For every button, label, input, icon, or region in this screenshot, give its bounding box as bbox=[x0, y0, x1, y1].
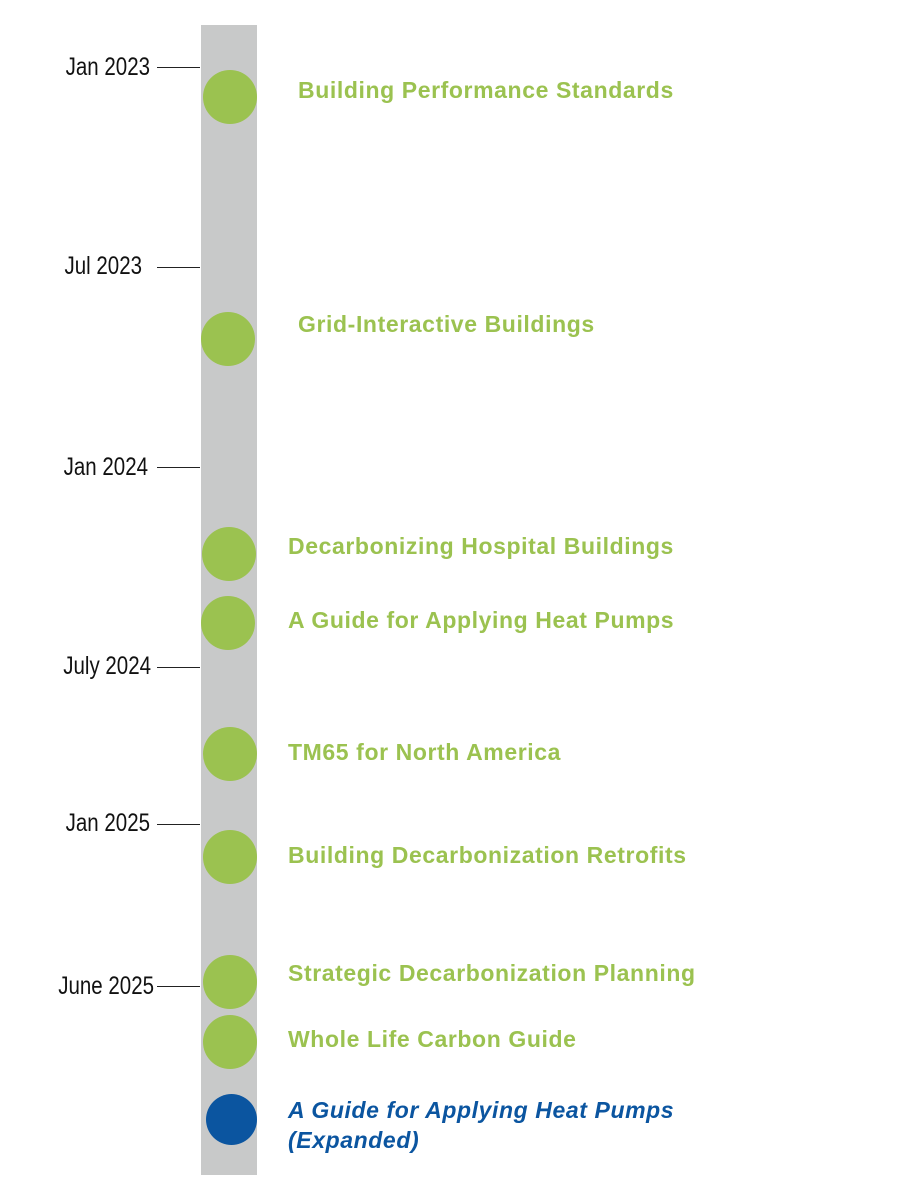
event-dot-completed bbox=[201, 312, 255, 366]
tick-line bbox=[157, 267, 200, 268]
tick-label-june-2025: June 2025 bbox=[58, 972, 154, 1000]
tick-line bbox=[157, 667, 200, 668]
event-dot-upcoming bbox=[206, 1094, 257, 1145]
event-title: TM65 for North America bbox=[288, 739, 562, 765]
event-title: Building Decarbonization Retrofits bbox=[288, 842, 687, 868]
tick-line bbox=[157, 67, 200, 68]
tick-label-jan-2024: Jan 2024 bbox=[63, 453, 148, 481]
tick-line bbox=[157, 986, 200, 987]
event-title: A Guide for Applying Heat Pumps bbox=[288, 607, 675, 633]
event-title: Grid-Interactive Buildings bbox=[298, 311, 595, 337]
event-dot-completed bbox=[203, 70, 257, 124]
tick-label-jan-2023: Jan 2023 bbox=[65, 53, 150, 81]
event-dot-completed bbox=[202, 527, 256, 581]
event-title: Decarbonizing Hospital Buildings bbox=[288, 533, 674, 559]
event-dot-completed bbox=[203, 830, 257, 884]
tick-label-jan-2025: Jan 2025 bbox=[65, 809, 150, 837]
event-dot-completed bbox=[203, 955, 257, 1009]
tick-line bbox=[157, 824, 200, 825]
tick-label-jul-2023: Jul 2023 bbox=[64, 252, 142, 280]
event-title-upcoming: A Guide for Applying Heat Pumps bbox=[288, 1097, 675, 1123]
event-dot-completed bbox=[203, 1015, 257, 1069]
event-title: Building Performance Standards bbox=[298, 77, 674, 103]
tick-label-july-2024: July 2024 bbox=[63, 652, 151, 680]
event-title: Whole Life Carbon Guide bbox=[288, 1026, 577, 1052]
event-dot-completed bbox=[201, 596, 255, 650]
event-subtitle-upcoming: (Expanded) bbox=[288, 1127, 420, 1153]
event-dot-completed bbox=[203, 727, 257, 781]
event-title: Strategic Decarbonization Planning bbox=[288, 960, 696, 986]
tick-line bbox=[157, 467, 200, 468]
